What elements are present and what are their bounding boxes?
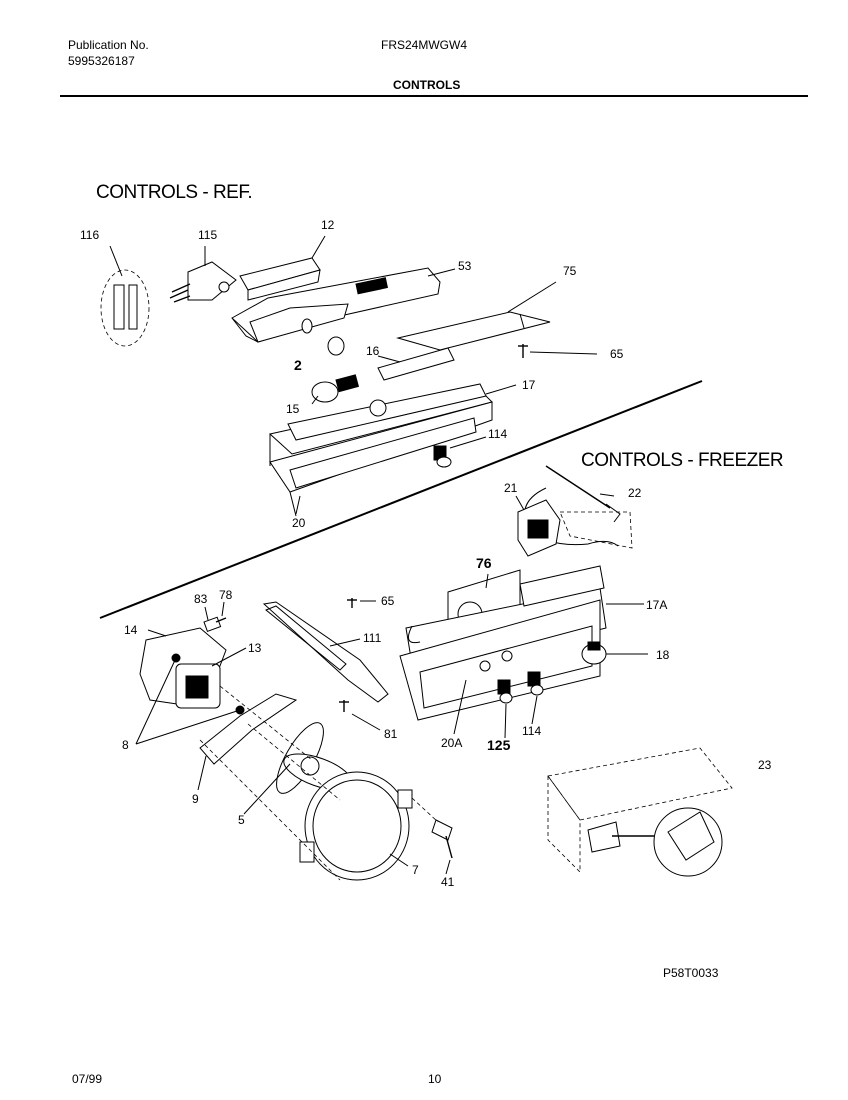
part-21-thermostat (517, 499, 561, 557)
part-78-screw (215, 617, 227, 623)
header-divider (60, 95, 808, 97)
part-111-bracket (262, 601, 389, 703)
footer-date: 07/99 (72, 1072, 103, 1086)
callout-23: 23 (758, 758, 772, 772)
part-115-socket (169, 261, 237, 303)
part-41-screw (431, 819, 453, 859)
callout-9: 9 (192, 792, 199, 806)
part-16-bracket (377, 347, 455, 381)
callout-13: 13 (248, 641, 262, 655)
part-116-light-shield (100, 269, 150, 347)
callout-41: 41 (441, 875, 455, 889)
callout-21: 21 (504, 481, 518, 495)
part-65-screw-ref (518, 344, 528, 358)
callout-12: 12 (321, 218, 335, 232)
part-2-knob (327, 336, 345, 356)
callout-114-ref: 114 (488, 427, 508, 441)
callout-20: 20 (292, 516, 306, 530)
callout-7: 7 (412, 863, 419, 877)
callout-65-freezer: 65 (381, 594, 395, 608)
callout-125: 125 (487, 737, 511, 753)
publication-label: Publication No. (68, 38, 149, 52)
callout-18: 18 (656, 648, 670, 662)
part-23-inset (547, 747, 733, 877)
part-20a-panel (399, 599, 601, 721)
callout-14: 14 (124, 623, 138, 637)
leader-lines (109, 235, 648, 875)
callout-78: 78 (219, 588, 233, 602)
part-15-bulb (311, 374, 360, 403)
publication-number: 5995326187 (68, 54, 135, 68)
callout-116: 116 (80, 228, 100, 242)
part-13-fan-motor (175, 663, 221, 709)
callout-2: 2 (294, 357, 302, 373)
callout-5: 5 (238, 813, 245, 827)
page-number: 10 (428, 1072, 442, 1086)
part-114-knob-ref (433, 445, 452, 468)
callout-22: 22 (628, 486, 642, 500)
part-81-screw (339, 700, 349, 712)
callout-65-ref: 65 (610, 347, 624, 361)
section-separator-line (99, 380, 703, 619)
callout-8: 8 (122, 738, 129, 752)
part-7-fan-shroud (299, 771, 413, 881)
part-12-housing (239, 257, 321, 301)
part-20-panel (269, 401, 493, 517)
callout-114-freezer: 114 (522, 724, 542, 738)
part-53-control-panel (231, 267, 441, 343)
freezer-controls-title: CONTROLS - FREEZER (581, 450, 784, 471)
part-125-knob (497, 679, 513, 704)
callout-111: 111 (363, 631, 382, 645)
part-83-clip (203, 616, 222, 633)
drawing-id: P58T0033 (663, 966, 719, 980)
callout-15: 15 (286, 402, 300, 416)
callout-76: 76 (476, 555, 492, 571)
callout-81: 81 (384, 727, 398, 741)
callout-53: 53 (458, 259, 472, 273)
callout-20a: 20A (441, 736, 463, 750)
section-title: CONTROLS (393, 78, 461, 92)
model-number: FRS24MWGW4 (381, 38, 468, 52)
part-114-knob-freezer (527, 671, 544, 696)
part-75-bracket (396, 311, 551, 351)
callout-75: 75 (563, 264, 577, 278)
callout-16: 16 (366, 344, 380, 358)
part-18-knob (581, 641, 607, 665)
part-65-screw-freezer (347, 598, 357, 608)
callout-115: 115 (198, 228, 218, 242)
assembly-guides (199, 685, 439, 881)
callout-83: 83 (194, 592, 208, 606)
callout-17: 17 (522, 378, 536, 392)
ref-controls-title: CONTROLS - REF. (96, 182, 253, 203)
callout-17a: 17A (646, 598, 668, 612)
